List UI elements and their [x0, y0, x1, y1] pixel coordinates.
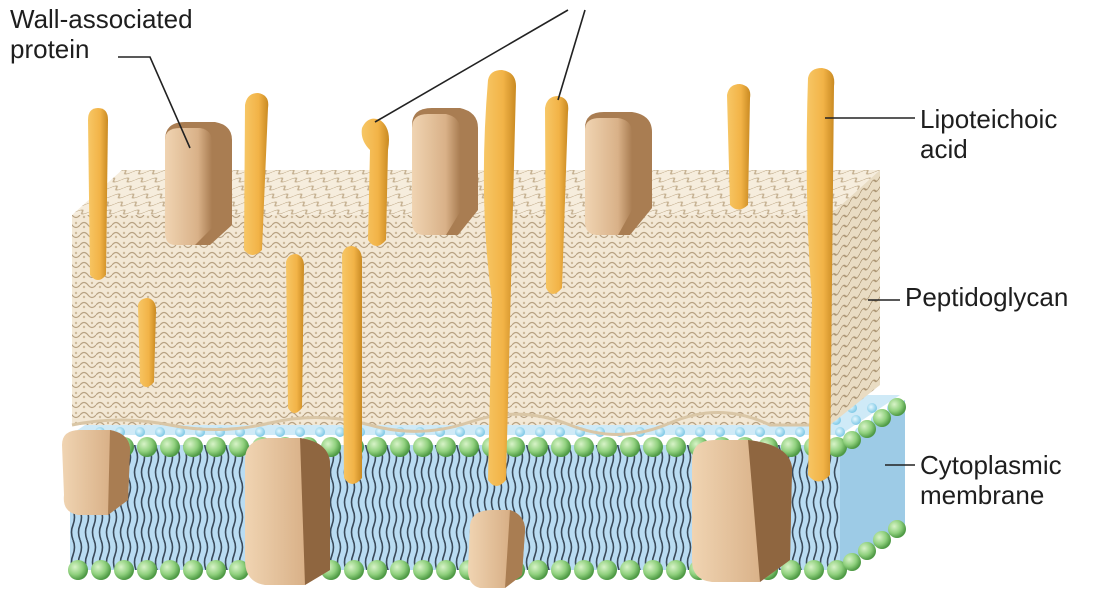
lipid-head: [390, 560, 410, 580]
label-cyto-line1: Cytoplasmic: [920, 450, 1062, 480]
lipid-head: [137, 437, 157, 457]
lipid-head: [413, 560, 433, 580]
lipid-head: [367, 560, 387, 580]
lipid-head-side: [858, 542, 876, 560]
lipid-head: [666, 437, 686, 457]
lipid-head-surface: [155, 427, 165, 437]
label-lipo-line1: Lipoteichoic: [920, 104, 1057, 134]
lipid-head: [160, 437, 180, 457]
lipid-head: [183, 437, 203, 457]
lipid-head: [436, 560, 456, 580]
lipid-head-surface: [695, 427, 705, 437]
lipid-head: [551, 560, 571, 580]
lipid-head: [459, 437, 479, 457]
lipid-head-side: [873, 409, 891, 427]
lipid-head: [68, 560, 88, 580]
lipid-head-side: [888, 398, 906, 416]
wall-associated-protein-2: [412, 108, 478, 235]
lipid-head-surface: [535, 427, 545, 437]
lipid-head-surface: [335, 427, 345, 437]
lipid-head-surface: [255, 427, 265, 437]
lipid-head-surface: [455, 427, 465, 437]
lipid-head: [183, 560, 203, 580]
lipid-head-surface: [775, 427, 785, 437]
lipid-head: [551, 437, 571, 457]
lipid-head-surface: [851, 415, 861, 425]
lipid-head: [528, 560, 548, 580]
leader-teichoic-2: [558, 10, 585, 100]
lipid-head-surface: [135, 427, 145, 437]
peptidoglycan-front-face: [72, 215, 830, 425]
wall-associated-protein-3: [585, 112, 652, 235]
label-wall-line1: Wall-associated: [10, 4, 193, 34]
leader-teichoic-1: [375, 10, 568, 122]
lipid-head: [390, 437, 410, 457]
lipid-head: [528, 437, 548, 457]
lipid-head: [91, 560, 111, 580]
lipid-head: [436, 437, 456, 457]
lipid-head: [643, 437, 663, 457]
lipid-head-surface: [475, 427, 485, 437]
teichoic-acid-6: [138, 298, 156, 387]
lipid-head-side: [873, 531, 891, 549]
lipid-head-surface: [315, 427, 325, 437]
lipid-head: [206, 437, 226, 457]
lipid-head: [505, 437, 525, 457]
label-lipo-line2: acid: [920, 134, 1057, 164]
lipid-head-surface: [515, 427, 525, 437]
lipid-head-surface: [835, 427, 845, 437]
lipid-head-surface: [735, 427, 745, 437]
lipid-head: [597, 560, 617, 580]
lipid-head: [620, 437, 640, 457]
lipid-head-surface: [275, 427, 285, 437]
lipid-head: [574, 560, 594, 580]
label-pepti-line1: Peptidoglycan: [905, 282, 1068, 312]
label-cyto-line2: membrane: [920, 480, 1062, 510]
lipid-head: [137, 560, 157, 580]
lipid-head: [620, 560, 640, 580]
lipid-head-surface: [867, 403, 877, 413]
lipid-head-surface: [555, 427, 565, 437]
teichoic-acid-7: [286, 254, 304, 413]
teichoic-acid-1: [88, 108, 108, 280]
lipid-head: [574, 437, 594, 457]
peptidoglycan-side-face: [830, 170, 880, 425]
lipoteichoic-acid-2: [807, 68, 835, 482]
label-wall-line2: protein: [10, 34, 193, 64]
lipid-head-surface: [295, 427, 305, 437]
lipid-head-side: [888, 520, 906, 538]
lipid-head-surface: [755, 427, 765, 437]
lipid-head: [206, 560, 226, 580]
lipid-head: [160, 560, 180, 580]
lipid-head-side: [843, 553, 861, 571]
lipid-head: [643, 560, 663, 580]
lipid-head: [367, 437, 387, 457]
lipid-head: [344, 560, 364, 580]
lipid-head: [666, 560, 686, 580]
lipid-head-side: [843, 431, 861, 449]
label-lipoteichoic-acid: Lipoteichoic acid: [920, 104, 1057, 164]
lipid-head: [597, 437, 617, 457]
lipid-head: [114, 560, 134, 580]
wall-associated-protein: [165, 122, 232, 245]
lipid-head: [413, 437, 433, 457]
label-cytoplasmic-membrane: Cytoplasmic membrane: [920, 450, 1062, 510]
lipid-head-surface: [715, 427, 725, 437]
teichoic-acid-5: [727, 84, 750, 210]
lipid-head: [804, 560, 824, 580]
label-peptidoglycan: Peptidoglycan: [905, 282, 1068, 312]
lipoteichoic-acid-3: [342, 246, 362, 484]
lipid-head-side: [858, 420, 876, 438]
lipid-head-surface: [675, 427, 685, 437]
lipid-head-surface: [795, 427, 805, 437]
label-wall-associated-protein: Wall-associated protein: [10, 4, 193, 64]
